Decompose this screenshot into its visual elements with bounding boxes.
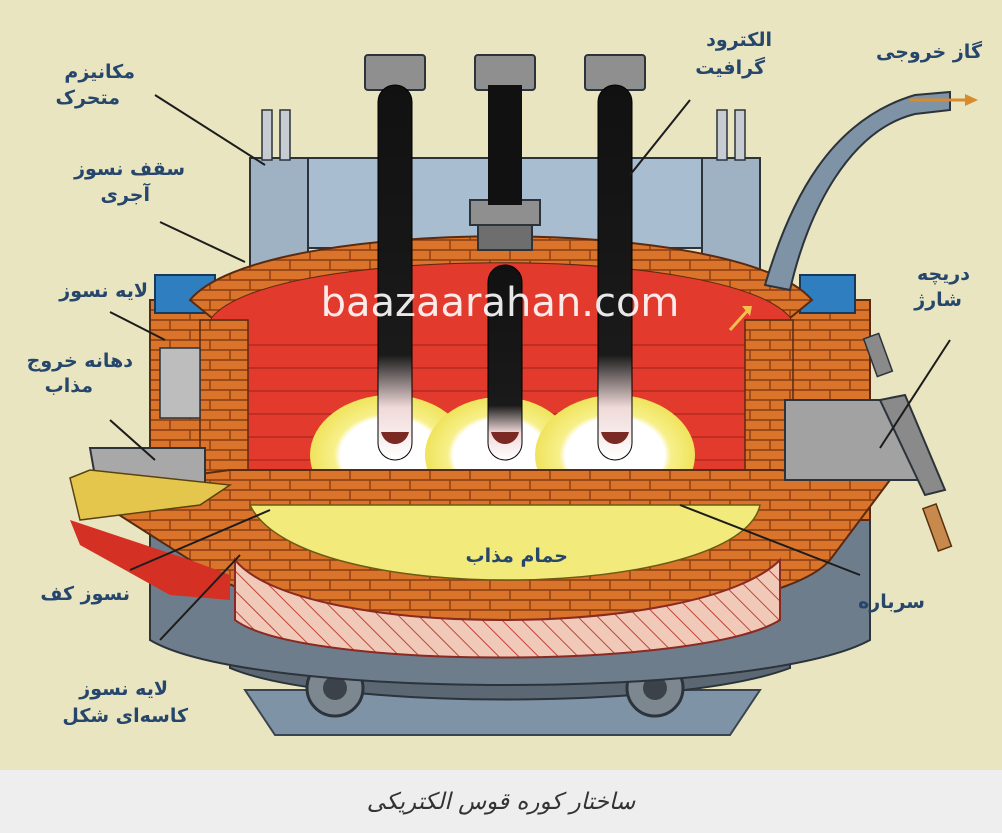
caption-bar: ساختار کوره قوس الکتریکی [0, 770, 1002, 833]
label-charge-door-2: شارژ [913, 289, 962, 311]
label-graphite-electrode-1: الکترود [706, 29, 772, 51]
label-graphite-electrode-2: گرافیت [695, 56, 766, 79]
bowl-refractory [234, 557, 781, 659]
tap-red-layer [70, 520, 230, 600]
watermark: baazaarahan.com [321, 280, 680, 326]
label-off-gas: گاز خروجی [876, 40, 983, 63]
label-refractory-layer: لایه نسوز [58, 280, 148, 302]
electrode-3 [597, 84, 633, 461]
furnace-diagram: baazaarahan.com مکانیزم متحرک سقف نسوز آ… [27, 29, 983, 736]
label-bowl-refractory-2: کاسه‌ای شکل [62, 705, 189, 727]
label-molten-bath: حمام مذاب [466, 545, 568, 567]
label-slag: سرباره [858, 591, 925, 613]
electrode-1 [377, 84, 413, 461]
tap-metal-stream [69, 469, 233, 521]
label-refractory-roof-1: سقف نسوز [73, 158, 185, 180]
off-gas-duct [728, 90, 978, 332]
label-hearth-refractory: نسوز کف [40, 583, 130, 605]
tap-door-block [159, 347, 201, 419]
diagram-stage: baazaarahan.com مکانیزم متحرک سقف نسوز آ… [0, 0, 1002, 770]
label-charge-door-1: دریچه [917, 263, 970, 285]
label-tap-spout-2: مذاب [45, 375, 93, 397]
charge-door [784, 332, 953, 552]
electrode-clamps [364, 54, 646, 251]
label-bowl-refractory-1: لایه نسوز [78, 678, 168, 700]
molten-bath [248, 504, 761, 581]
electrode-2 [487, 264, 523, 461]
label-tap-spout-1: دهانه خروج [27, 350, 134, 372]
labels: مکانیزم متحرک سقف نسوز آجری لایه نسوز ده… [27, 29, 983, 727]
graphite-electrodes [377, 84, 633, 461]
figure-caption: ساختار کوره قوس الکتریکی [366, 788, 636, 815]
label-moving-mechanism-2: متحرک [56, 87, 121, 109]
leader-lines [109, 94, 951, 641]
label-refractory-roof-2: آجری [101, 182, 151, 206]
inner-wall-left [199, 319, 249, 486]
label-moving-mechanism-1: مکانیزم [64, 61, 135, 83]
